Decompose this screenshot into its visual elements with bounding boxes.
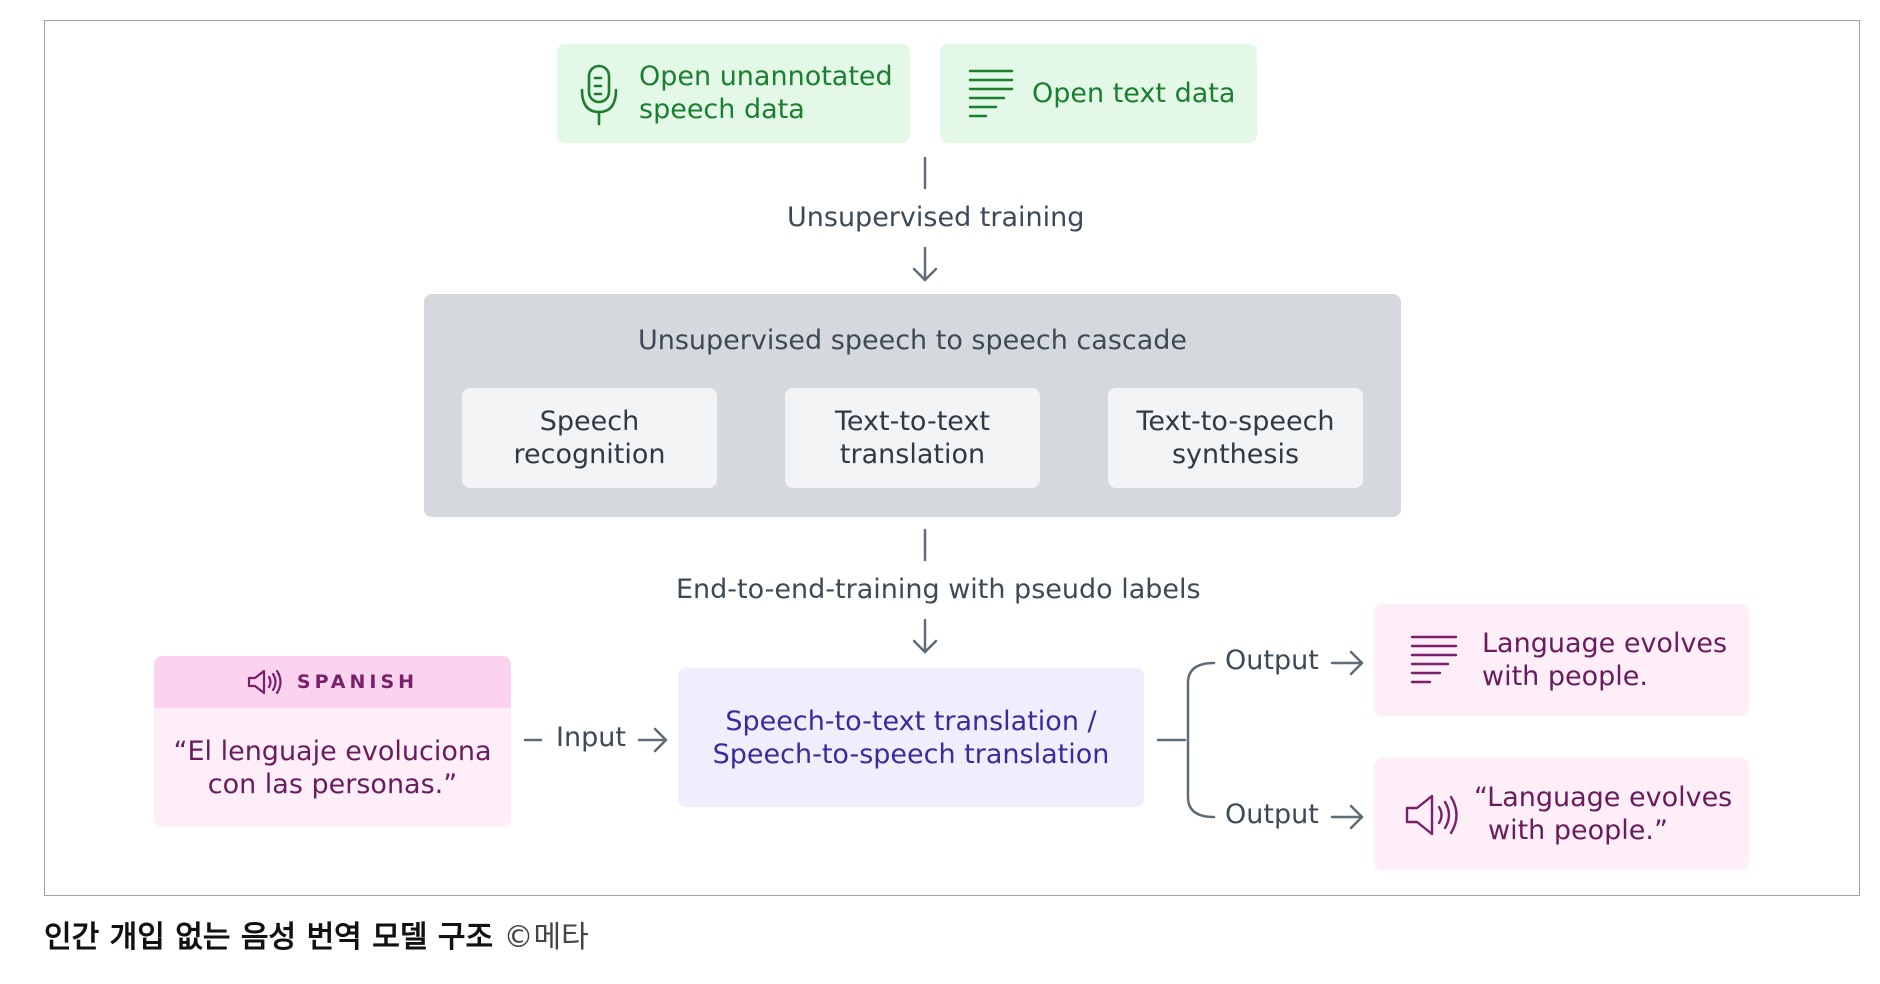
- cascade-step-text-to-text: Text-to-text translation: [785, 388, 1040, 488]
- output-speech-content: “Language evolves with people.”: [1474, 781, 1732, 847]
- step-1-line-2: recognition: [513, 439, 666, 470]
- output-1-arrowhead: [1349, 650, 1364, 676]
- input-label: Input: [556, 722, 626, 753]
- input-language-label: SPANISH: [296, 671, 419, 693]
- source-speech-line-2: speech data: [639, 94, 805, 125]
- output-text-line-1: Language evolves: [1482, 628, 1728, 659]
- input-arrowhead: [653, 727, 668, 753]
- caption-title: 인간 개입 없는 음성 번역 모델 구조: [44, 920, 494, 955]
- connector-mid-arrowhead: [912, 639, 938, 654]
- cascade-step-text-to-speech: Text-to-speech synthesis: [1108, 388, 1363, 488]
- output-speech-card: “Language evolves with people.”: [1374, 758, 1749, 870]
- input-language-header: SPANISH: [154, 656, 511, 708]
- unsupervised-training-label: Unsupervised training: [787, 202, 1085, 233]
- model-line-2: Speech-to-speech translation: [712, 738, 1110, 770]
- source-text-label: Open text data: [1032, 78, 1236, 109]
- source-speech-data: Open unannotated speech data: [557, 44, 910, 143]
- connector-top-arrowhead: [912, 267, 938, 282]
- source-speech-label: Open unannotated speech data: [639, 60, 893, 126]
- output-speech-line-1: “Language evolves: [1474, 782, 1733, 813]
- speaker-icon: [1405, 794, 1458, 836]
- input-quote-line-1: “El lenguaje evoluciona: [173, 735, 492, 767]
- step-2-line-2: translation: [839, 439, 986, 470]
- step-1-line-1: Speech: [539, 406, 640, 437]
- diagram-frame: [44, 20, 1860, 896]
- cascade-title: Unsupervised speech to speech cascade: [637, 325, 1187, 356]
- step-2-line-1: Text-to-text: [835, 406, 990, 437]
- output-text-content: Language evolves with people.: [1482, 627, 1727, 693]
- end-to-end-label: End-to-end-training with pseudo labels: [676, 574, 1201, 605]
- source-speech-line-1: Open unannotated: [639, 61, 893, 92]
- cascade-step-speech-recognition: Speech recognition: [462, 388, 717, 488]
- input-quote: “El lenguaje evoluciona con las personas…: [154, 708, 511, 827]
- text-lines-icon: [1410, 635, 1458, 684]
- output-text-line-2: with people.: [1482, 661, 1648, 692]
- microphone-icon: [580, 64, 618, 126]
- output-2-arrowhead: [1349, 804, 1364, 830]
- output-speech-line-2: with people.”: [1488, 815, 1668, 846]
- model-box: Speech-to-text translation / Speech-to-s…: [678, 668, 1144, 807]
- figure-caption: 인간 개입 없는 음성 번역 모델 구조 ©메타: [44, 912, 589, 956]
- cascade-box: Unsupervised speech to speech cascade Sp…: [424, 294, 1401, 517]
- step-3-line-2: synthesis: [1171, 439, 1300, 470]
- input-card: SPANISH “El lenguaje evoluciona con las …: [154, 656, 511, 827]
- caption-credit: ©메타: [503, 920, 589, 955]
- step-3-line-1: Text-to-speech: [1136, 406, 1335, 437]
- model-line-1: Speech-to-text translation /: [725, 705, 1097, 737]
- text-lines-icon: [968, 69, 1014, 118]
- output-text-card: Language evolves with people.: [1374, 604, 1749, 716]
- speaker-icon: [247, 669, 282, 695]
- output-2-label: Output: [1225, 799, 1319, 830]
- output-branch-curve: [1186, 661, 1216, 819]
- output-1-label: Output: [1225, 645, 1319, 676]
- input-quote-line-2: con las personas.”: [207, 768, 458, 800]
- source-text-data: Open text data: [940, 44, 1257, 143]
